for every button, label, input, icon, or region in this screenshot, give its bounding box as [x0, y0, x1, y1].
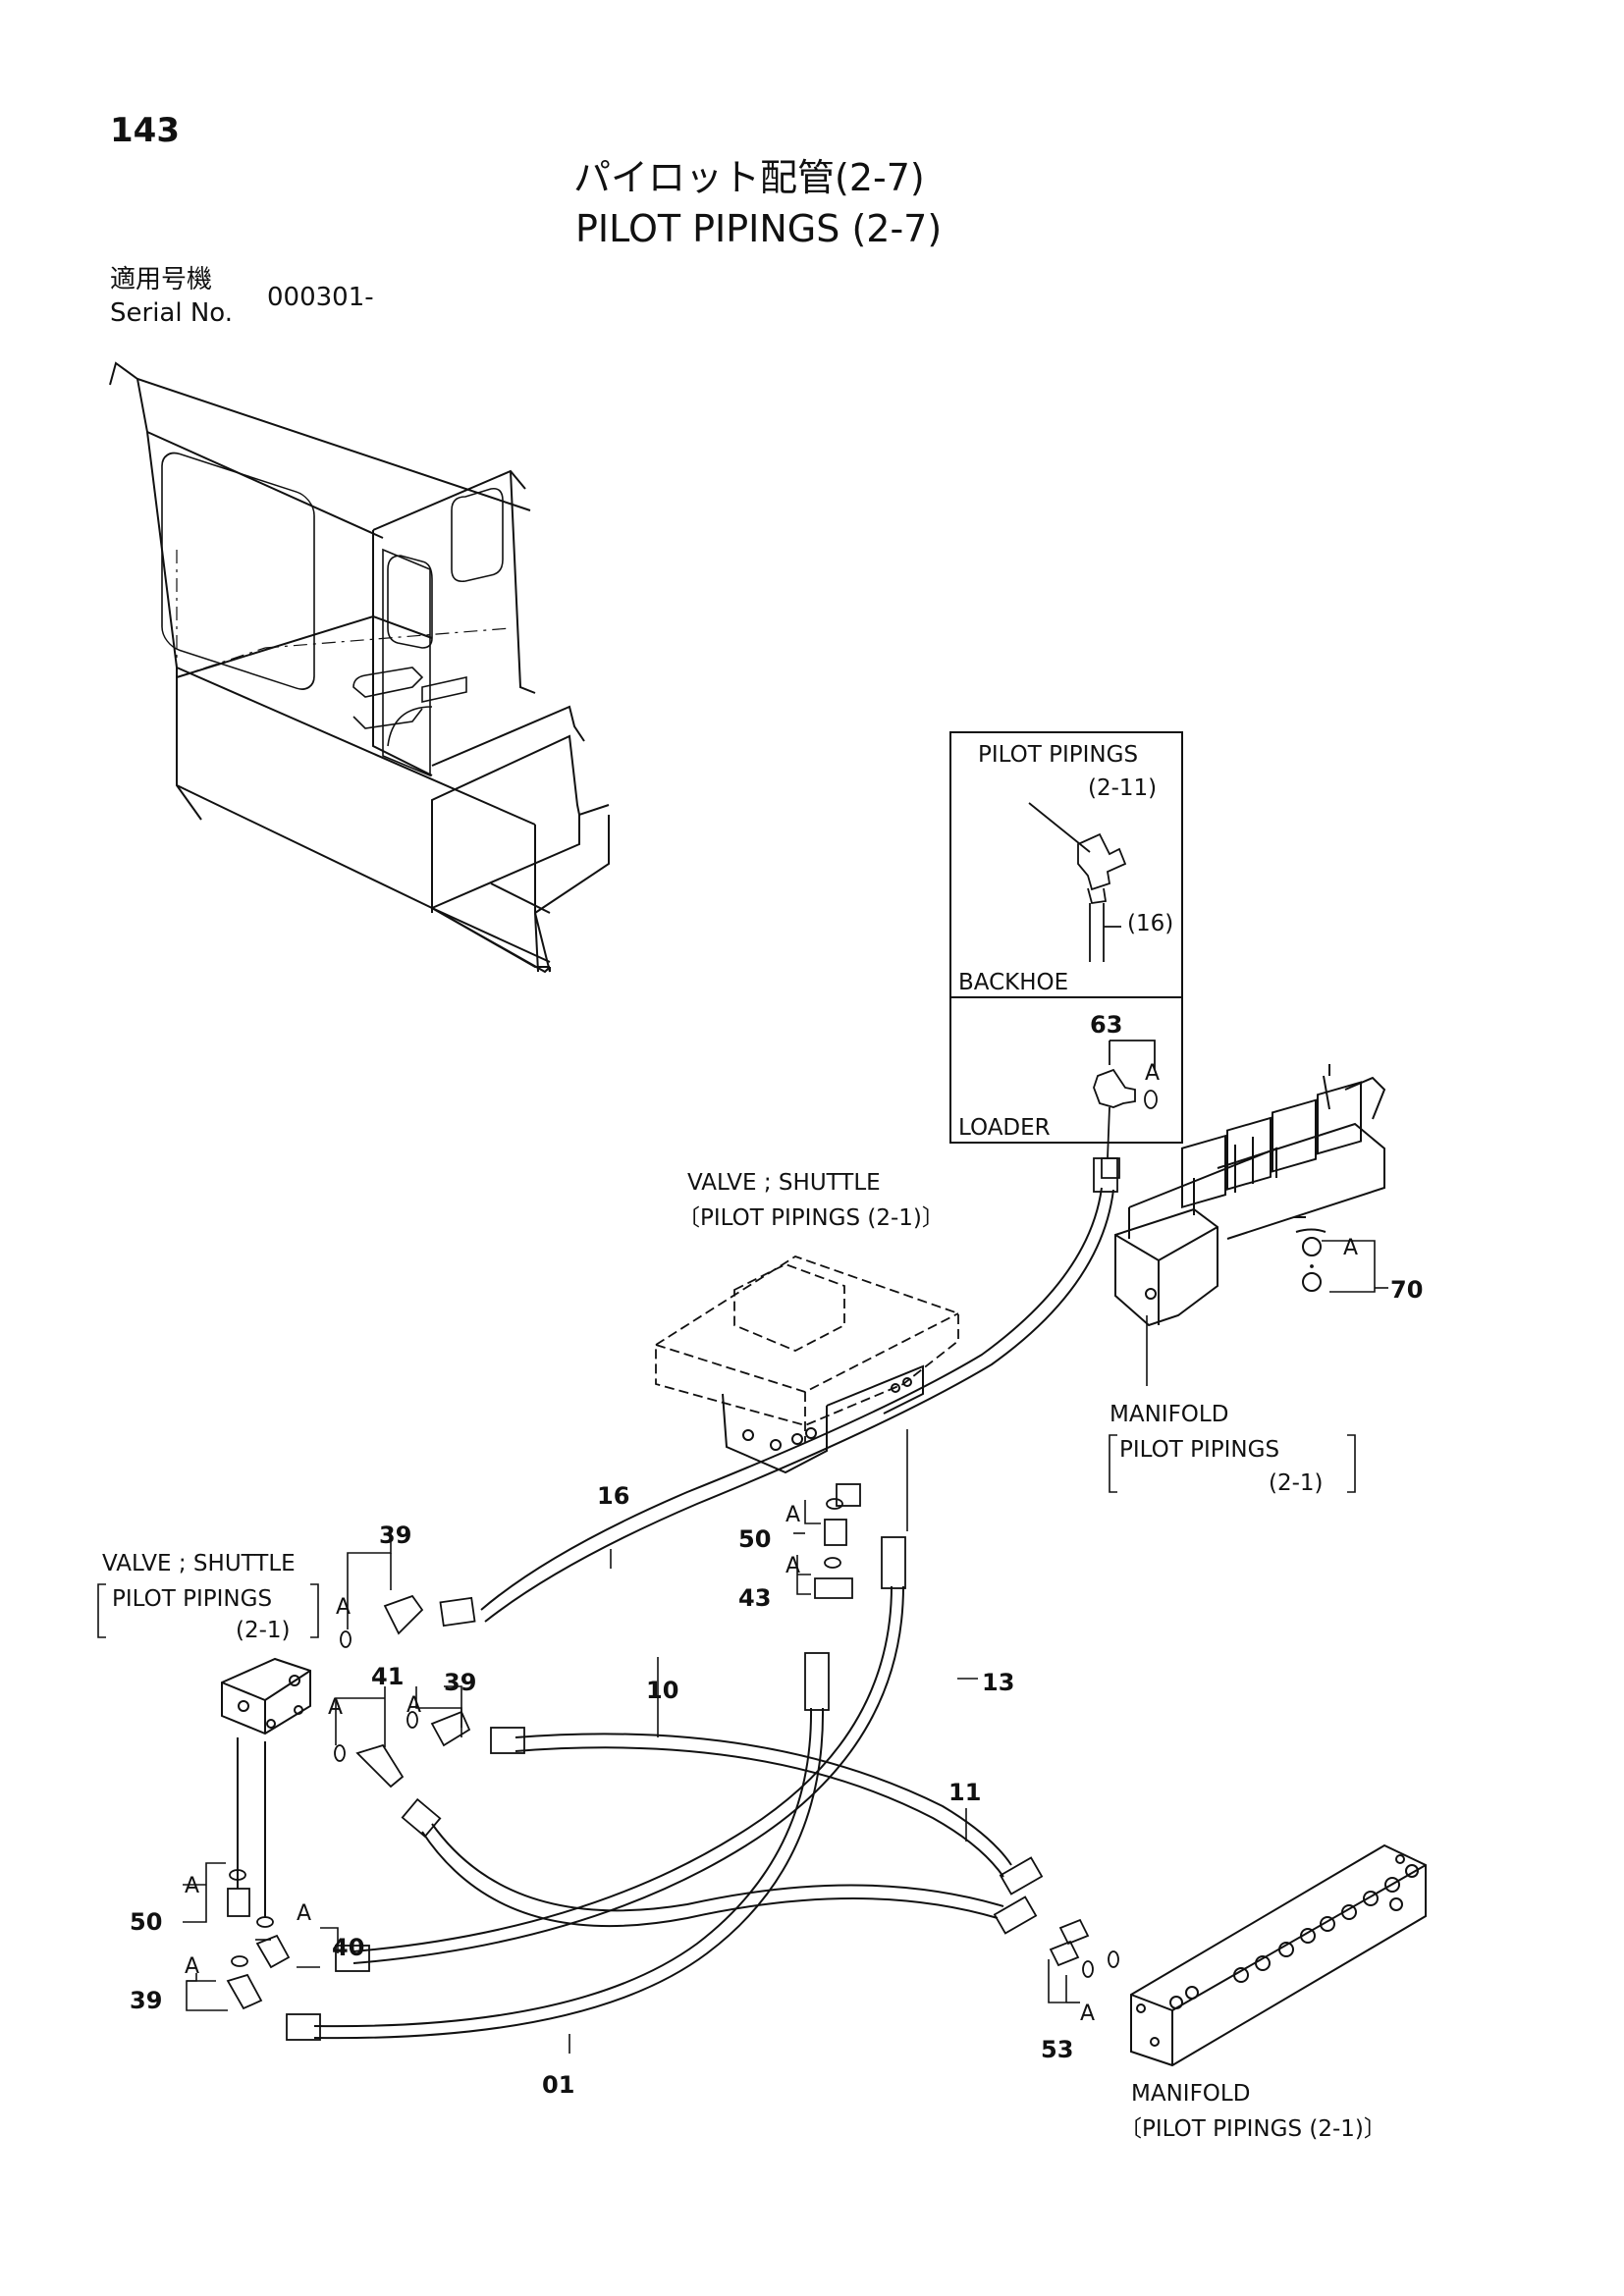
a-mark-4: A: [185, 1874, 199, 1898]
cab-hidden-lines: [176, 550, 512, 687]
a-mark-1: A: [336, 1595, 351, 1620]
part-number-39-upper: 39: [379, 1522, 411, 1549]
shuttle-valve-left-label-2: PILOT PIPINGS: [112, 1586, 272, 1612]
shuttle-valve-left-label-1: VALVE ; SHUTTLE: [102, 1551, 296, 1576]
a-mark-2: A: [328, 1695, 343, 1720]
hoses: [313, 1187, 1114, 2040]
inset-pilot-pipings-title: PILOT PIPINGS: [978, 742, 1138, 768]
inset-pilot-pipings-ref: (2-11): [1088, 775, 1157, 801]
solenoid-manifold-block: [1114, 1064, 1386, 1327]
part-number-16: 16: [597, 1482, 629, 1510]
adapter-fittings: [226, 1264, 1314, 2010]
part-number-13: 13: [982, 1669, 1014, 1696]
part-number-39-lower: 39: [130, 1987, 162, 2014]
manifold-bottom-label-1: MANIFOLD: [1131, 2081, 1250, 2107]
part-number-63: 63: [1090, 1011, 1122, 1039]
serial-label-english: Serial No.: [110, 298, 233, 328]
shuttle-valve-left-bracket: [97, 1583, 319, 1638]
part-number-01: 01: [542, 2071, 574, 2099]
inset-loader-label: LOADER: [958, 1115, 1051, 1141]
part-number-40: 40: [332, 1934, 364, 1961]
manifold-top-bracket: [1109, 1434, 1356, 1493]
shuttle-valve-left: [221, 1657, 311, 1918]
part-number-70: 70: [1390, 1276, 1423, 1304]
part-number-50-lower: 50: [130, 1908, 162, 1936]
a-mark-8: A: [785, 1554, 800, 1578]
cab-windows: [161, 452, 504, 777]
shuttle-valve-upper: [655, 1255, 959, 1443]
title-english: PILOT PIPINGS (2-7): [575, 207, 943, 250]
part-number-53: 53: [1041, 2036, 1073, 2063]
inset-hose-16-ref: (16): [1127, 911, 1173, 936]
a-mark-7: A: [785, 1503, 800, 1527]
inset-backhoe-label: BACKHOE: [958, 970, 1068, 995]
page-number: 143: [110, 111, 180, 150]
manifold-top-label-2: PILOT PIPINGS: [1119, 1437, 1279, 1463]
a-mark-5: A: [297, 1901, 311, 1926]
part-number-43: 43: [738, 1584, 771, 1612]
part-number-10: 10: [646, 1677, 678, 1704]
hose-fittings: [286, 1157, 1118, 2041]
part-number-39-middle: 39: [444, 1669, 476, 1696]
title-japanese: パイロット配管(2-7): [573, 156, 925, 199]
part-number-41: 41: [371, 1663, 404, 1690]
shuttle-valve-right-label-1: VALVE ; SHUTTLE: [687, 1170, 881, 1196]
variant-inset-box: [949, 731, 1183, 1144]
shuttle-valve-left-label-3: (2-1): [236, 1618, 291, 1643]
manifold-top-label-1: MANIFOLD: [1110, 1402, 1228, 1427]
manifold-top-label-3: (2-1): [1269, 1470, 1324, 1496]
shuttle-valve-upper-solid: [722, 1364, 924, 1474]
part-number-11: 11: [948, 1779, 981, 1806]
part-number-50-upper: 50: [738, 1525, 771, 1553]
inset-a-mark: A: [1145, 1061, 1160, 1086]
a-mark-9: A: [1080, 2002, 1095, 2026]
callout-leaders: [183, 1240, 1388, 2054]
a-mark-10: A: [1343, 1236, 1358, 1260]
shuttle-valve-right-label-2: 〔PILOT PIPINGS (2-1)〕: [677, 1205, 945, 1231]
manifold-bottom-label-2: 〔PILOT PIPINGS (2-1)〕: [1119, 2116, 1386, 2142]
serial-number-value: 000301-: [267, 283, 374, 312]
a-mark-3: A: [406, 1693, 421, 1718]
a-mark-6: A: [185, 1954, 199, 1979]
machine-cab-outline: [109, 361, 610, 974]
lower-right-manifold: [1130, 1843, 1427, 2067]
serial-label-japanese: 適用号機: [110, 265, 213, 294]
